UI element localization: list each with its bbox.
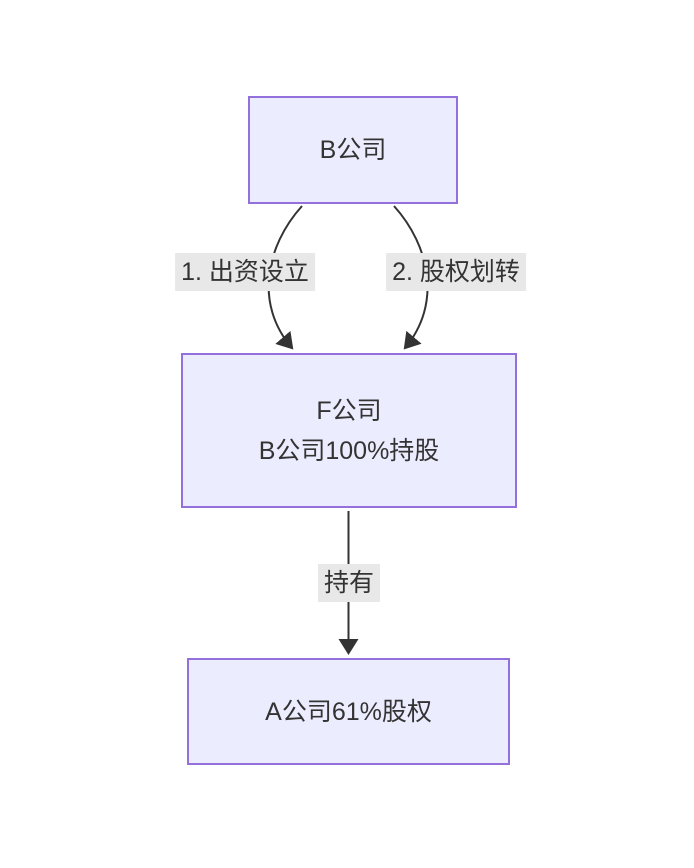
node-b-company-label: B公司 xyxy=(319,136,387,164)
node-a-equity: A公司61%股权 xyxy=(187,658,510,765)
edge-label-equity-transfer: 2. 股权划转 xyxy=(386,253,526,291)
node-f-company: F公司 B公司100%持股 xyxy=(181,353,517,508)
edge-label-investment-setup: 1. 出资设立 xyxy=(175,253,315,291)
node-b-company: B公司 xyxy=(248,96,458,204)
node-f-company-ownership: B公司100%持股 xyxy=(258,436,440,465)
node-f-company-name: F公司 xyxy=(316,396,382,425)
node-a-equity-label: A公司61%股权 xyxy=(265,697,432,726)
edge-label-hold: 持有 xyxy=(317,564,381,602)
